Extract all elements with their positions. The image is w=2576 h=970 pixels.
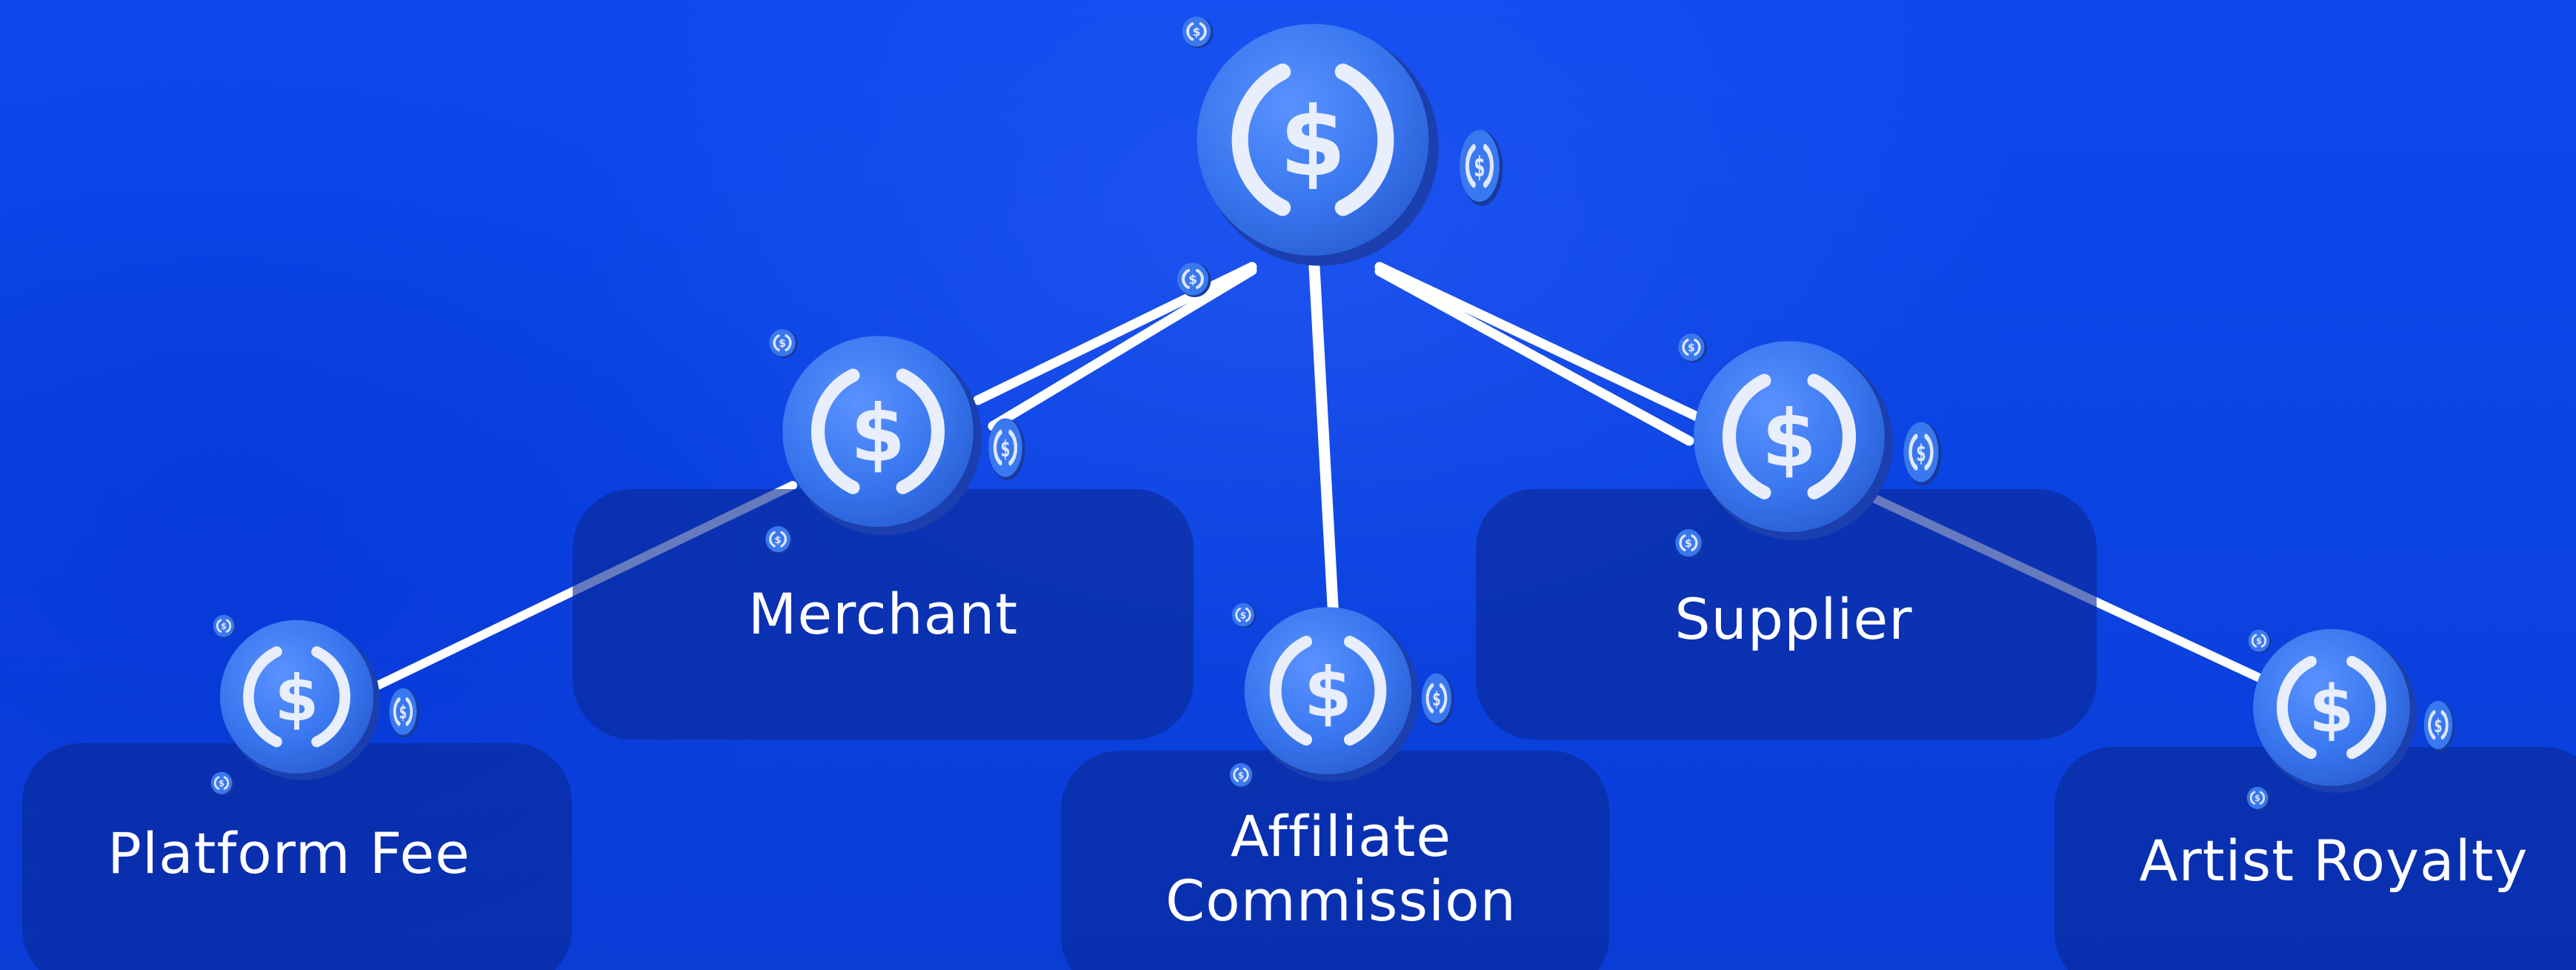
mini-usdc-coin-icon: $ [387,685,419,739]
svg-text:$: $ [1688,342,1695,354]
svg-text:$: $ [1762,393,1817,485]
svg-text:$: $ [1279,87,1346,198]
svg-text:$: $ [851,388,905,479]
svg-text:$: $ [1188,273,1197,288]
svg-text:$: $ [779,338,786,350]
svg-text:$: $ [399,702,407,723]
merchant-usdc-coin-icon: $ [774,330,982,537]
artist-royalty-label: Artist Royalty [2139,828,2529,894]
affiliate-commission-usdc-coin-icon: $ [1237,602,1419,783]
mini-usdc-coin-icon: $ [1900,419,1942,487]
mini-usdc-coin-icon: $ [209,771,234,796]
coin-graphic: $ [782,336,982,536]
platform-fee-usdc-coin-icon: $ [213,615,380,782]
mini-usdc-coin-icon: $ [1179,15,1214,49]
svg-text:$: $ [1193,25,1201,39]
mini-coin-graphic: $ [2423,700,2455,752]
svg-text:$: $ [1916,440,1926,467]
affiliate-commission-panel [1061,751,1609,970]
mini-coin-graphic: $ [988,418,1025,481]
mini-coin-graphic: $ [1903,422,1942,486]
mini-coin-graphic: $ [1460,130,1503,206]
mini-usdc-coin-icon: $ [1456,126,1503,207]
svg-text:$: $ [1304,652,1352,732]
mini-usdc-coin-icon: $ [2246,628,2272,654]
connector-root-supplier-2 [1374,266,1694,446]
svg-text:$: $ [1240,610,1247,620]
mini-usdc-coin-icon: $ [1419,671,1454,727]
svg-text:$: $ [2309,671,2354,747]
mini-coin-graphic: $ [1678,333,1707,363]
svg-text:$: $ [774,534,781,546]
mini-usdc-coin-icon: $ [2421,698,2455,753]
mini-usdc-coin-icon: $ [1673,528,1704,559]
svg-text:$: $ [1474,152,1485,184]
coin-graphic: $ [1197,24,1439,266]
connector-root-merchant-2 [988,265,1257,431]
mini-coin-graphic: $ [1231,602,1257,628]
mini-coin-graphic: $ [769,329,798,359]
mini-usdc-coin-icon: $ [1230,602,1257,628]
coin-graphic: $ [2253,628,2417,793]
svg-text:$: $ [1238,770,1245,780]
supplier-usdc-coin-icon: $ [1685,335,1893,542]
mini-coin-graphic: $ [1182,16,1214,49]
mini-usdc-coin-icon: $ [985,415,1025,482]
mini-usdc-coin-icon: $ [763,525,793,554]
coin-graphic: $ [220,619,380,780]
mini-coin-graphic: $ [1229,763,1254,788]
affiliate-commission-label: Affiliate Commission [1165,803,1517,934]
svg-text:$: $ [2254,793,2260,803]
mini-coin-graphic: $ [389,688,419,738]
mini-coin-graphic: $ [1421,673,1454,726]
svg-text:$: $ [219,778,224,788]
mini-coin-graphic: $ [2248,629,2272,654]
mini-coin-graphic: $ [213,614,236,639]
mini-usdc-coin-icon: $ [211,614,236,639]
svg-text:$: $ [275,662,319,736]
coin-graphic: $ [1694,341,1893,541]
svg-text:$: $ [1432,688,1440,711]
mini-coin-graphic: $ [2246,786,2270,811]
platform-fee-label: Platform Fee [107,820,470,886]
mini-coin-graphic: $ [765,526,793,554]
mini-usdc-coin-icon: $ [767,328,798,359]
mini-usdc-coin-icon: $ [1174,261,1211,298]
svg-text:$: $ [221,621,227,631]
merchant-label: Merchant [748,581,1019,647]
connector-root-supplier [1374,262,1702,422]
connector-root-affiliate [1308,261,1339,625]
mini-usdc-coin-icon: $ [2245,785,2270,811]
mini-coin-graphic: $ [1675,529,1704,559]
mini-usdc-coin-icon: $ [1676,332,1707,363]
coin-graphic: $ [1244,607,1419,782]
supplier-label: Supplier [1674,586,1913,652]
svg-text:$: $ [1001,436,1011,462]
svg-text:$: $ [2256,636,2262,646]
mini-usdc-coin-icon: $ [1228,762,1254,788]
mini-coin-graphic: $ [210,771,234,796]
platform-fee-panel [22,743,572,970]
artist-royalty-usdc-coin-icon: $ [2246,624,2417,794]
root-usdc-coin-icon: $ [1187,16,1439,268]
svg-text:$: $ [2434,715,2443,737]
mini-coin-graphic: $ [1177,262,1211,297]
svg-text:$: $ [1685,538,1692,550]
